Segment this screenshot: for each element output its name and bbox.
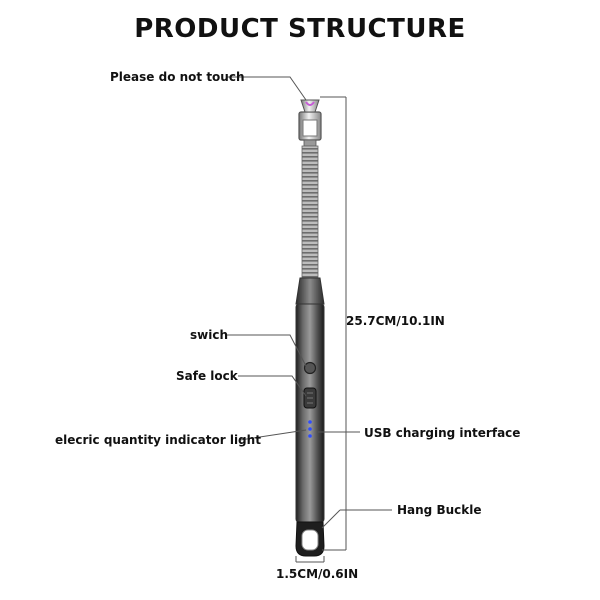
height-dimension: [320, 96, 347, 551]
lighter-tip: [298, 99, 322, 147]
callout-lines: [226, 76, 392, 529]
label-switch: swich: [190, 328, 228, 342]
label-safe-lock: Safe lock: [176, 369, 238, 383]
switch-button: [303, 361, 317, 375]
flexible-neck: [301, 145, 319, 279]
plasma-arc: [305, 101, 315, 106]
label-indicator-light: elecric quantity indicator light: [55, 433, 261, 447]
lighter-body: [295, 303, 325, 523]
label-usb-charging: USB charging interface: [364, 426, 521, 440]
neck-collar: [295, 277, 325, 305]
page-title: PRODUCT STRUCTURE: [134, 14, 466, 44]
label-length: 25.7CM/10.1IN: [346, 314, 445, 328]
label-width: 1.5CM/0.6IN: [276, 567, 359, 581]
label-do-not-touch: Please do not touch: [110, 70, 245, 84]
label-hang-buckle: Hang Buckle: [397, 503, 482, 517]
width-dimension: [295, 556, 325, 563]
indicator-lights: [308, 420, 312, 438]
